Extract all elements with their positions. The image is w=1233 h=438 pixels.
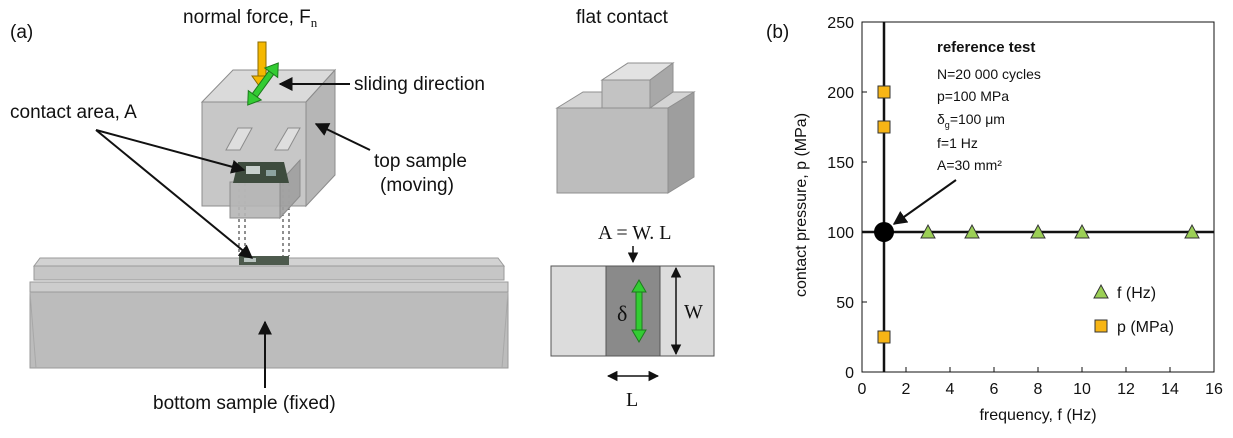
x-axis-title: frequency, f (Hz) (979, 407, 1096, 424)
contact-schematic: δ W L (550, 265, 715, 411)
x-tick-label: 12 (1117, 381, 1135, 398)
legend: f (Hz) p (MPa) (1093, 283, 1174, 336)
delta-label: δ (617, 301, 627, 326)
legend-label-f: f (Hz) (1117, 285, 1156, 302)
y-tick-label: 100 (827, 225, 854, 242)
top-sample (200, 68, 337, 220)
contact-area-pointer-top (95, 129, 246, 174)
sliding-direction-arrow (247, 62, 279, 106)
width-label: W (684, 301, 703, 323)
normal-force-label: normal force, Fn (183, 7, 318, 30)
data-point-square (877, 330, 891, 344)
legend-marker-p (1094, 319, 1108, 333)
data-point-triangle (920, 223, 936, 239)
data-marks (874, 85, 1200, 344)
flat-contact-block (555, 62, 696, 194)
panel-b-label: (b) (766, 22, 789, 43)
contact-area-pointer-bottom (95, 129, 254, 259)
axis-ticks: 0 2 4 6 8 10 12 14 16 0 50 100 150 200 250 (827, 15, 1223, 398)
legend-label-p: p (MPa) (1117, 319, 1174, 336)
contact-patch-top (233, 162, 289, 183)
panel-a-label: (a) (10, 22, 33, 43)
flat-contact-panel: flat contact A = W. L δ W (550, 7, 715, 411)
data-point-square (877, 120, 891, 134)
y-tick-label: 150 (827, 155, 854, 172)
bottom-sample-label: bottom sample (fixed) (153, 393, 336, 414)
contact-area-label: contact area, A (10, 102, 137, 123)
bottom-sample (29, 257, 509, 369)
y-tick-label: 250 (827, 15, 854, 32)
x-tick-label: 10 (1073, 381, 1091, 398)
data-point-square (877, 85, 891, 99)
x-tick-label: 4 (946, 381, 955, 398)
annotation-title: reference test (937, 39, 1035, 56)
slip-amplitude-arrow (631, 279, 647, 343)
chart-panel-b: (b) frequency, f (Hz) contact pressure, … (766, 15, 1223, 424)
x-tick-label: 16 (1205, 381, 1223, 398)
x-tick-label: 8 (1034, 381, 1043, 398)
area-formula: A = W. L (598, 222, 672, 244)
y-tick-label: 50 (836, 295, 854, 312)
data-point-triangle (1030, 223, 1046, 239)
y-axis-title: contact pressure, p (MPa) (793, 113, 810, 297)
contact-patch-bottom (239, 256, 289, 265)
annotation-line: f=1 Hz (937, 135, 978, 151)
panel-a: (a) (10, 7, 509, 414)
x-tick-label: 6 (990, 381, 999, 398)
data-point-triangle (1074, 223, 1090, 239)
annotation-line: A=30 mm² (937, 157, 1002, 173)
length-label: L (626, 389, 638, 411)
x-tick-label: 14 (1161, 381, 1179, 398)
data-point-triangle (1184, 223, 1200, 239)
top-sample-pointer (314, 123, 371, 151)
data-point-triangle (964, 223, 980, 239)
y-tick-label: 200 (827, 85, 854, 102)
reference-point (874, 222, 894, 242)
sliding-direction-label: sliding direction (354, 74, 485, 95)
top-sample-label: top sample (374, 151, 467, 172)
top-sample-moving-label: (moving) (380, 175, 454, 196)
y-tick-label: 0 (845, 365, 854, 382)
annotation-line: δg=100 μm (937, 111, 1005, 130)
x-tick-label: 2 (902, 381, 911, 398)
annotation-line: N=20 000 cycles (937, 66, 1041, 82)
annotation-line: p=100 MPa (937, 88, 1009, 104)
flat-contact-title: flat contact (576, 7, 669, 28)
x-tick-label: 0 (858, 381, 867, 398)
legend-marker-f (1093, 283, 1109, 299)
annotation-pointer (892, 179, 957, 225)
